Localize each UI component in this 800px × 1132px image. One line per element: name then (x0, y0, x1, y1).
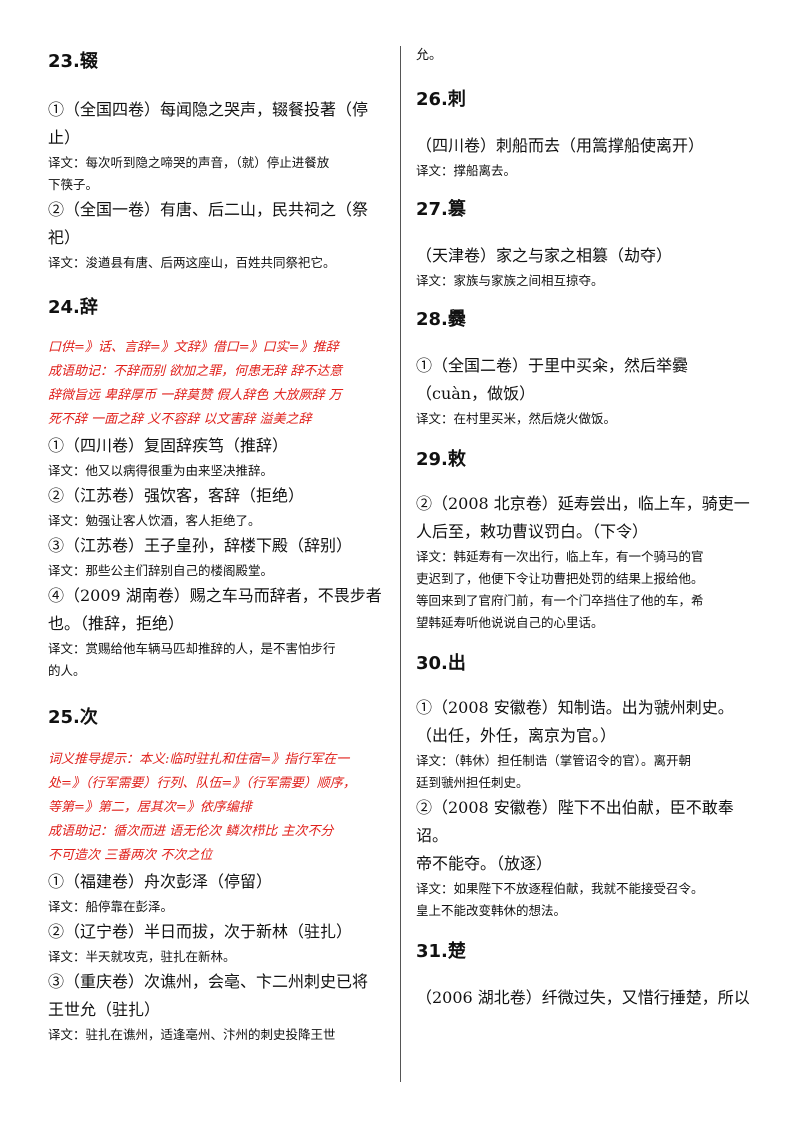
translation-line: 译文：在村里买米，然后烧火做饭。 (416, 411, 617, 426)
derivation-note: 口供=》话、言辞=》文辞》借口=》口实=》推辞 (48, 340, 339, 355)
entry-24: 24.辞 口供=》话、言辞=》文辞》借口=》口实=》推辞 成语助记：不辞而别 欲… (48, 296, 388, 682)
translation-line: 译文：驻扎在谯州，适逢亳州、汴州的刺史投降王世 (48, 1027, 336, 1042)
translation-line: 译文：那些公主们辞别自己的楼阁殿堂。 (48, 563, 274, 578)
example-line: 祀） (48, 228, 81, 247)
carried-text: 允。 (416, 48, 443, 63)
derivation-note: 等第=》第二，居其次=》依序编排 (48, 800, 252, 815)
translation-line: 译文：如果陛下不放逐程伯献，我就不能接受召令。 (416, 881, 704, 896)
entry-28: 28.爨 ①（全国二卷）于里中买籴，然后举爨 （cuàn，做饭） 译文：在村里买… (416, 308, 756, 430)
entry-title: 30.出 (416, 653, 466, 674)
example-line: （出任，外任，离京为官。） (416, 726, 617, 745)
example-line: 帝不能夺。（放逐） (416, 854, 553, 873)
example-line: （天津卷）家之与家之相篡（劫夺） (416, 246, 673, 265)
idiom-note: 不可造次 三番两次 不次之位 (48, 848, 213, 863)
example-line: ②（辽宁卷）半日而拔，次于新林（驻扎） (48, 922, 353, 941)
entry-25: 25.次 词义推导提示：本义:临时驻扎和住宿=》指行军在一 处=》（行军需要）行… (48, 706, 388, 1046)
translation-line: 译文：撑船离去。 (416, 163, 517, 178)
translation-line: 望韩延寿听他说说自己的心里话。 (416, 615, 604, 630)
right-column: 允。 26.刺 （四川卷）刺船而去（用篙撑船使离开） 译文：撑船离去。 27.篡… (416, 0, 756, 1012)
entry-26: 26.刺 （四川卷）刺船而去（用篙撑船使离开） 译文：撑船离去。 (416, 88, 756, 182)
idiom-note: 辞微旨远 卑辞厚币 一辞莫赞 假人辞色 大放厥辞 万 (48, 388, 342, 403)
translation-line: 的人。 (48, 663, 86, 678)
translation-line: 译文：家族与家族之间相互掠夺。 (416, 273, 604, 288)
example-line: 人后至，敕功曹议罚白。（下令） (416, 522, 649, 541)
entry-title: 31.楚 (416, 941, 466, 962)
entry-27: 27.篡 （天津卷）家之与家之相篡（劫夺） 译文：家族与家族之间相互掠夺。 (416, 198, 756, 292)
entry-title: 23.辍 (48, 51, 98, 72)
translation-line: 皇上不能改变韩休的想法。 (416, 903, 567, 918)
example-line: （2006 湖北卷）纤微过失，又惜行捶楚，所以 (416, 988, 750, 1007)
example-line: ①（四川卷）复固辞疾笃（推辞） (48, 436, 289, 455)
example-line: 也。（推辞，拒绝） (48, 614, 185, 633)
example-line: （cuàn，做饭） (416, 384, 536, 403)
entry-title: 26.刺 (416, 89, 466, 110)
derivation-note: 词义推导提示：本义:临时驻扎和住宿=》指行军在一 (48, 752, 350, 767)
idiom-note: 死不辞 一面之辞 义不容辞 以文害辞 溢美之辞 (48, 412, 312, 427)
translation-line: 译文：浚遒县有唐、后两这座山，百姓共同祭祀它。 (48, 255, 336, 270)
entry-title: 27.篡 (416, 199, 466, 220)
entry-title: 29.敕 (416, 449, 466, 470)
example-line: ③（重庆卷）次谯州，会亳、卞二州刺史已将 (48, 972, 369, 991)
entry-title: 25.次 (48, 707, 98, 728)
example-line: ①（全国二卷）于里中买籴，然后举爨 (416, 356, 689, 375)
translation-line: 译文：韩延寿有一次出行，临上车，有一个骑马的官 (416, 549, 704, 564)
example-line: ②（2008 北京卷）延寿尝出，临上车，骑吏一 (416, 494, 750, 513)
example-line: ④（2009 湖南卷）赐之车马而辞者，不畏步者 (48, 586, 382, 605)
example-line: 王世允（驻扎） (48, 1000, 161, 1019)
entry-30: 30.出 ①（2008 安徽卷）知制诰。出为虢州刺史。 （出任，外任，离京为官。… (416, 652, 756, 922)
entry-31: 31.楚 （2006 湖北卷）纤微过失，又惜行捶楚，所以 (416, 940, 756, 1012)
translation-line: 译文：勉强让客人饮酒，客人拒绝了。 (48, 513, 261, 528)
example-line: ①（2008 安徽卷）知制诰。出为虢州刺史。 (416, 698, 734, 717)
example-line: ③（江苏卷）王子皇孙，辞楼下殿（辞别） (48, 536, 353, 555)
translation-line: 吏迟到了，他便下令让功曹把处罚的结果上报给他。 (416, 571, 704, 586)
translation-line: 译文：他又以病得很重为由来坚决推辞。 (48, 463, 274, 478)
entry-title: 28.爨 (416, 309, 466, 330)
idiom-note: 成语助记：循次而进 语无伦次 鳞次栉比 主次不分 (48, 824, 334, 839)
example-line: 止） (48, 128, 81, 147)
translation-line: 译文：（韩休）担任制诰（掌管诏令的官）。离开朝 (416, 753, 692, 768)
entry-23: 23.辍 ①（全国四卷）每闻隐之哭声，辍餐投著（停 止） 译文：每次听到隐之啼哭… (48, 50, 388, 274)
translation-line: 译文：赏赐给他车辆马匹却推辞的人，是不害怕步行 (48, 641, 336, 656)
translation-line: 译文：船停靠在彭泽。 (48, 899, 174, 914)
entry-29: 29.敕 ②（2008 北京卷）延寿尝出，临上车，骑吏一 人后至，敕功曹议罚白。… (416, 448, 756, 634)
translation-line: 等回来到了官府门前，有一个门卒挡住了他的车，希 (416, 593, 704, 608)
example-line: ①（福建卷）舟次彭泽（停留） (48, 872, 273, 891)
translation-line: 译文：每次听到隐之啼哭的声音，（就）停止进餐放 (48, 155, 330, 170)
example-line: ②（江苏卷）强饮客，客辞（拒绝） (48, 486, 305, 505)
example-line: ①（全国四卷）每闻隐之哭声，辍餐投著（停 (48, 100, 369, 119)
entry-title: 24.辞 (48, 297, 98, 318)
translation-line: 译文：半天就攻克，驻扎在新林。 (48, 949, 236, 964)
left-column: 23.辍 ①（全国四卷）每闻隐之哭声，辍餐投著（停 止） 译文：每次听到隐之啼哭… (48, 0, 388, 1046)
column-divider (400, 46, 401, 1082)
example-line: ②（全国一卷）有唐、后二山，民共祠之（祭 (48, 200, 369, 219)
example-line: （四川卷）刺船而去（用篙撑船使离开） (416, 136, 705, 155)
idiom-note: 成语助记：不辞而别 欲加之罪，何患无辞 辞不达意 (48, 364, 343, 379)
translation-line: 廷到虢州担任刺史。 (416, 775, 529, 790)
translation-line: 下筷子。 (48, 177, 99, 192)
example-line: ②（2008 安徽卷）陛下不出伯献，臣不敢奉诏。 (416, 798, 734, 845)
derivation-note: 处=》（行军需要）行列、队伍=》（行军需要）顺序， (48, 776, 356, 791)
